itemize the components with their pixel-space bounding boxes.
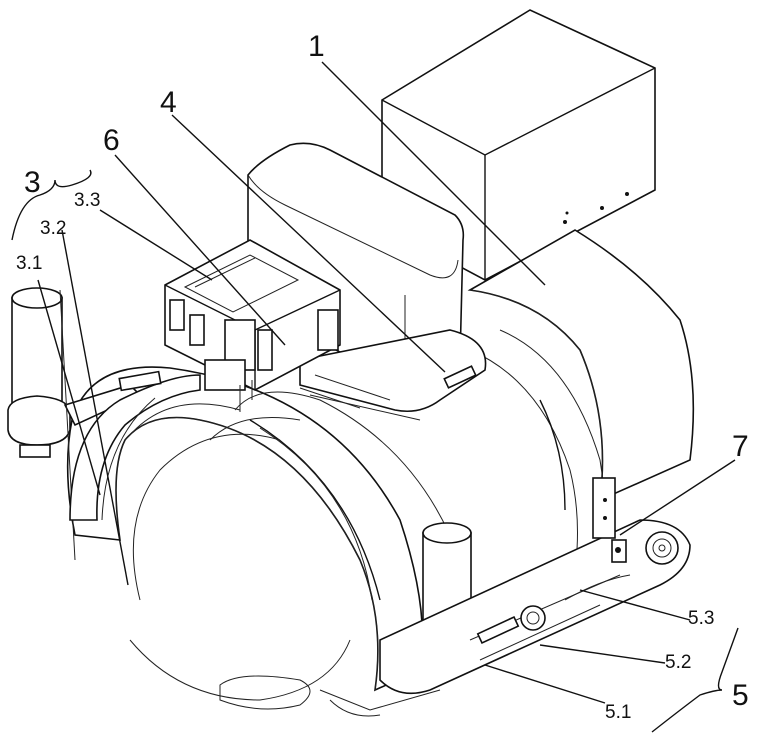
label-3-1: 3.1	[16, 253, 42, 274]
label-3-2: 3.2	[40, 218, 66, 239]
label-4: 4	[160, 86, 177, 119]
label-1: 1	[308, 30, 325, 63]
bottom-foot	[220, 676, 310, 709]
label-5: 5	[732, 679, 749, 712]
rear-curved-shield	[470, 230, 693, 500]
label-3-3: 3.3	[74, 190, 100, 211]
label-3: 3	[24, 166, 41, 199]
label-7: 7	[732, 430, 749, 463]
label-5-1: 5.1	[605, 702, 631, 723]
label-5-2: 5.2	[665, 652, 691, 673]
label-6: 6	[103, 124, 120, 157]
label-5-3: 5.3	[688, 608, 714, 629]
